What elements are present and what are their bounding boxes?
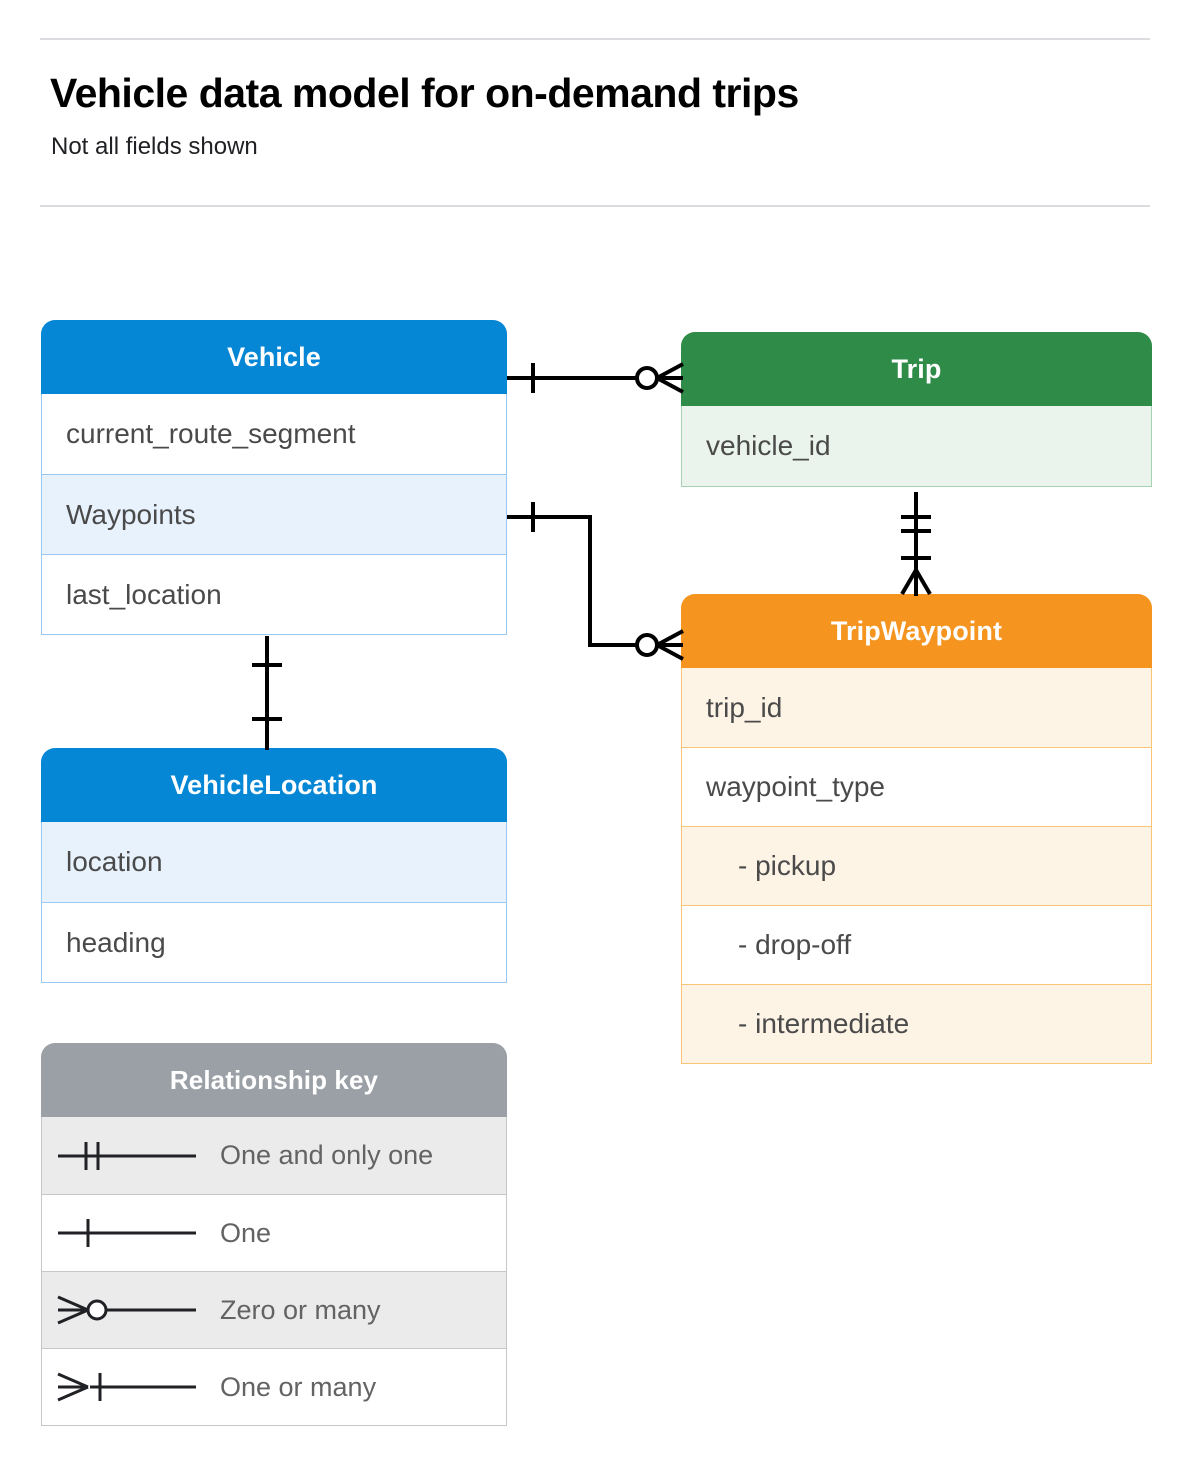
field-waypoint-type-pickup[interactable]: - pickup (682, 826, 1151, 905)
legend-row-one-and-only-one: One and only one (42, 1117, 506, 1194)
legend-label-zero-or-many: Zero or many (220, 1294, 381, 1325)
relationship-key-legend: Relationship key One and only one (41, 1043, 507, 1426)
legend-label-one-or-many: One or many (220, 1371, 377, 1402)
connector-waypoints-tripwaypoint (507, 502, 684, 661)
legend-label-one-and-only-one: One and only one (220, 1140, 434, 1170)
field-current-route-segment[interactable]: current_route_segment (42, 394, 506, 474)
legend-row-one: One (42, 1194, 506, 1271)
entity-trip[interactable]: Trip vehicle_id (681, 332, 1152, 487)
one-and-only-one-icon (42, 1136, 220, 1176)
page-title: Vehicle data model for on-demand trips (50, 70, 799, 116)
entity-tripwaypoint-title: TripWaypoint (681, 594, 1152, 668)
entity-vehiclelocation-fields: location heading (41, 822, 507, 983)
field-trip-id[interactable]: trip_id (682, 668, 1151, 747)
connector-vehicle-trip (507, 362, 684, 394)
legend-row-zero-or-many: Zero or many (42, 1271, 506, 1348)
entity-vehicle-title: Vehicle (41, 320, 507, 394)
header-divider-bottom (40, 205, 1150, 207)
legend-row-one-or-many: One or many (42, 1348, 506, 1425)
entity-trip-title: Trip (681, 332, 1152, 406)
entity-vehiclelocation-title: VehicleLocation (41, 748, 507, 822)
one-icon (42, 1213, 220, 1253)
field-location[interactable]: location (42, 822, 506, 902)
field-waypoint-type-drop-off[interactable]: - drop-off (682, 905, 1151, 984)
legend-label-one: One (220, 1217, 272, 1248)
zero-or-many-icon (42, 1290, 220, 1330)
legend-title: Relationship key (41, 1043, 507, 1117)
entity-vehicle-fields: current_route_segment Waypoints last_loc… (41, 394, 507, 635)
legend-rows: One and only one One (41, 1117, 507, 1426)
entity-trip-fields: vehicle_id (681, 406, 1152, 487)
page-subtitle: Not all fields shown (51, 133, 258, 160)
field-last-location[interactable]: last_location (42, 554, 506, 634)
entity-vehiclelocation[interactable]: VehicleLocation location heading (41, 748, 507, 983)
field-heading[interactable]: heading (42, 902, 506, 982)
one-or-many-icon (42, 1367, 220, 1407)
entity-vehicle[interactable]: Vehicle current_route_segment Waypoints … (41, 320, 507, 635)
field-waypoint-type[interactable]: waypoint_type (682, 747, 1151, 826)
field-vehicle-id[interactable]: vehicle_id (682, 406, 1151, 486)
field-waypoints[interactable]: Waypoints (42, 474, 506, 554)
header-divider-top (40, 38, 1150, 40)
entity-tripwaypoint-fields: trip_id waypoint_type - pickup - drop-of… (681, 668, 1152, 1064)
field-waypoint-type-intermediate[interactable]: - intermediate (682, 984, 1151, 1063)
entity-tripwaypoint[interactable]: TripWaypoint trip_id waypoint_type - pic… (681, 594, 1152, 1064)
connector-trip-tripwaypoint (900, 492, 932, 596)
connector-vehicle-vehiclelocation (252, 636, 282, 750)
